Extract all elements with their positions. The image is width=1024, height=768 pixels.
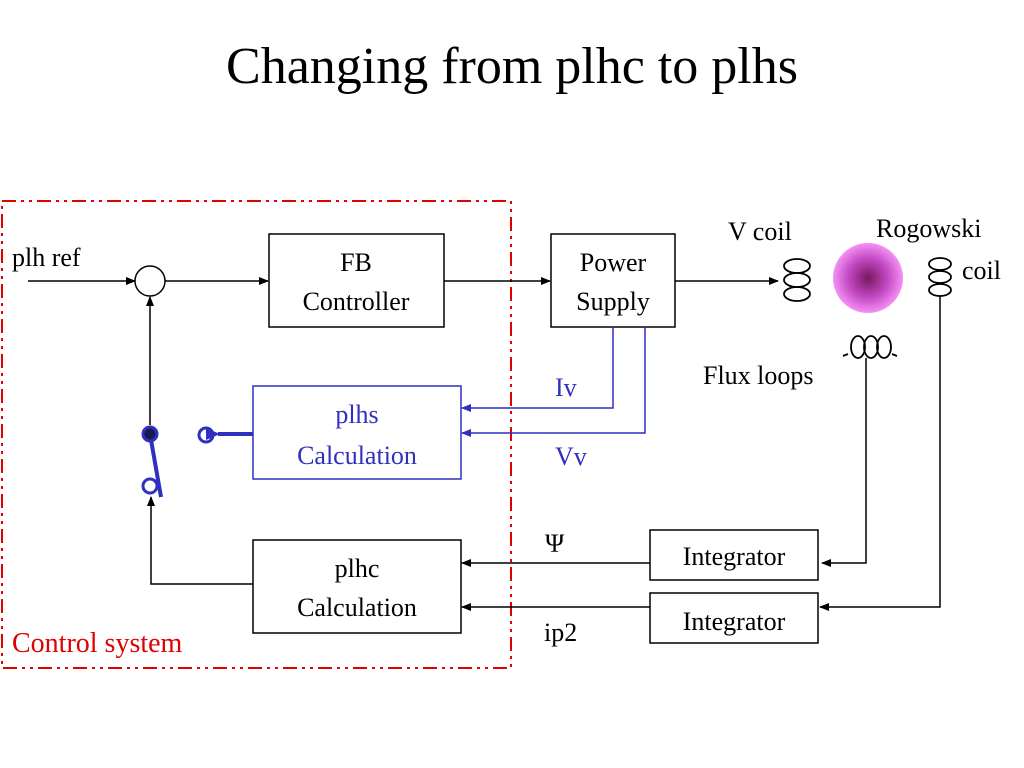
power-supply-block xyxy=(550,233,676,328)
plhc-calc-label-2: Calculation xyxy=(297,593,417,622)
iv-label: Iv xyxy=(555,373,577,402)
ip2-label: ip2 xyxy=(544,618,577,647)
plhs-calculation-block xyxy=(252,385,462,480)
control-system-boundary xyxy=(1,200,512,669)
rogowski-coil-label: coil xyxy=(962,256,1001,285)
fb-controller-block xyxy=(268,233,445,328)
integrator-2-label: Integrator xyxy=(683,607,786,636)
plh-ref-label: plh ref xyxy=(12,243,81,272)
power-supply-label-2: Supply xyxy=(576,287,650,316)
iv-signal-line xyxy=(461,327,614,412)
integrator-2-block xyxy=(649,592,819,644)
page-title: Changing from plhc to plhs xyxy=(226,38,798,95)
control-system-label: Control system xyxy=(12,628,183,659)
integrator-1-block xyxy=(649,529,819,581)
integrator-1-label: Integrator xyxy=(683,542,786,571)
flux-loops-icon xyxy=(842,335,898,359)
switch-icon xyxy=(141,425,215,498)
rogowski-coil-icon xyxy=(928,257,952,297)
fb-controller-label-1: FB xyxy=(340,248,372,277)
summing-junction xyxy=(134,265,166,297)
v-coil-label: V coil xyxy=(728,217,792,246)
rogowski-label: Rogowski xyxy=(876,214,981,243)
vv-signal-line xyxy=(461,327,646,437)
plhc-calculation-block xyxy=(252,539,462,634)
plasma-icon xyxy=(833,243,903,313)
plhs-calc-label-1: plhs xyxy=(335,400,378,429)
flux-loops-label: Flux loops xyxy=(703,361,814,390)
psi-label: Ψ xyxy=(545,529,565,558)
fb-controller-label-2: Controller xyxy=(303,287,410,316)
vv-label: Vv xyxy=(555,442,587,471)
plhc-calc-label-1: plhc xyxy=(335,554,380,583)
flux-to-integrator-line xyxy=(821,358,867,567)
plhs-calc-label-2: Calculation xyxy=(297,441,417,470)
plhc-feedback-line xyxy=(147,496,253,585)
rogowski-to-integrator-line xyxy=(819,296,941,611)
power-supply-label-1: Power xyxy=(580,248,647,277)
v-coil-icon xyxy=(783,258,811,302)
